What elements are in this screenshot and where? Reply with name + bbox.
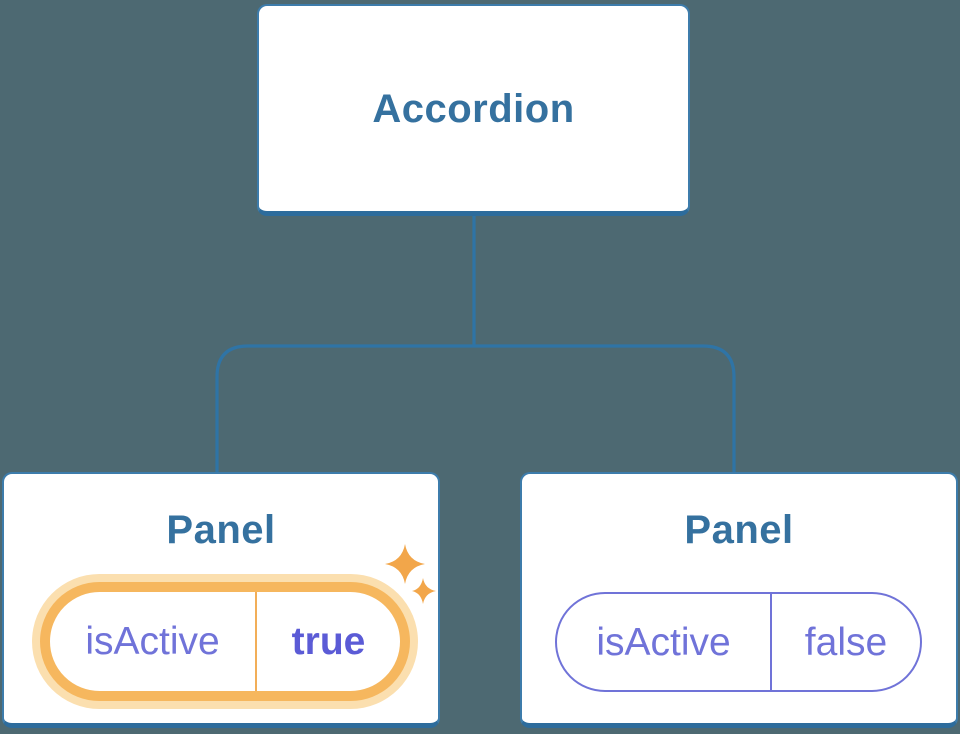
state-pill-active: isActive true [40,582,410,701]
prop-value: false [804,620,888,664]
pill-divider [255,592,257,691]
state-pill-inactive: isActive false [555,592,922,692]
accordion-label: Accordion [372,86,575,131]
node-panel-active: Panel isActive true [2,472,440,728]
sparkle-icon [385,544,436,604]
pill-divider [770,594,772,690]
prop-value: true [291,620,366,663]
node-panel-inactive: Panel isActive false [520,472,958,728]
prop-name: isActive [596,620,731,664]
panel-label: Panel [166,508,276,552]
node-accordion: Accordion [257,4,690,216]
prop-name: isActive [85,620,220,663]
panel-label: Panel [684,508,794,552]
